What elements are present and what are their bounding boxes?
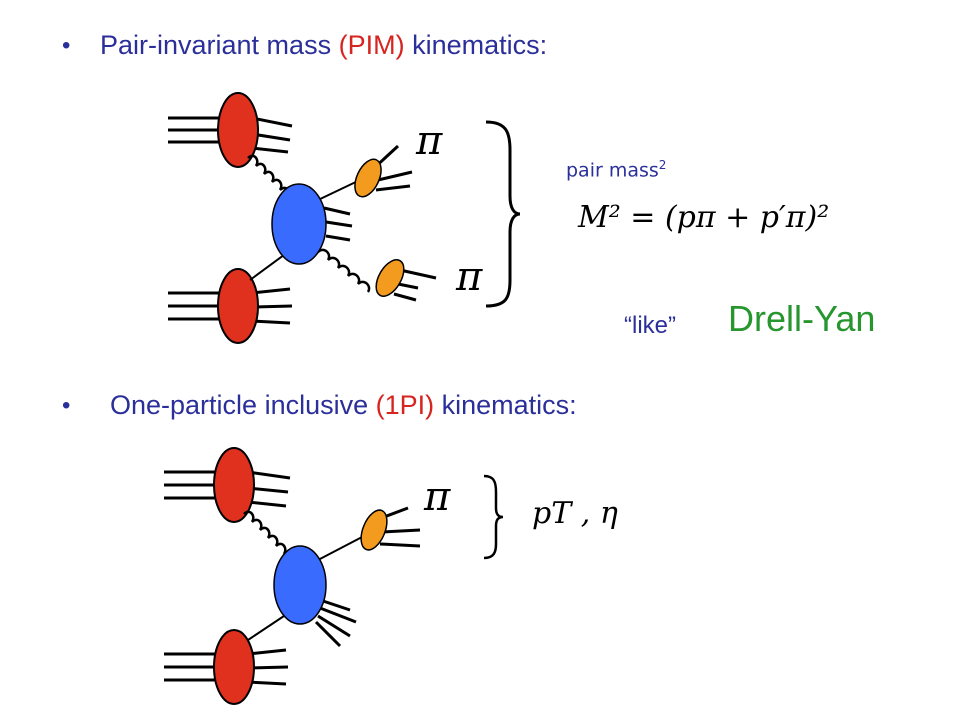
pion-label-upper: π xyxy=(416,118,443,164)
parton-line-lower-1pi xyxy=(247,611,291,641)
lower-pion-blob xyxy=(375,259,405,297)
1pi-heading: One-particle inclusive (1PI) kinematics: xyxy=(110,390,577,421)
pim-heading: Pair-invariant mass (PIM) kinematics: xyxy=(100,30,547,61)
gluon-1pi xyxy=(243,510,287,555)
1pi-formula: pT , η xyxy=(532,496,618,531)
hard-scattering-blob xyxy=(271,183,327,265)
gluon-upper xyxy=(247,154,291,199)
pair-mass-text: pair mass xyxy=(566,159,659,182)
parton-line-pion-1pi xyxy=(317,535,365,561)
1pi-heading-highlight: (1PI) xyxy=(375,390,435,420)
hard-jet-lines xyxy=(323,206,353,242)
bullet-icon: • xyxy=(62,32,71,59)
parton-line-pion-upper xyxy=(317,179,361,201)
pim-brace xyxy=(485,120,521,308)
pim-heading-post: kinematics: xyxy=(404,30,548,60)
pair-mass-label: pair mass2 xyxy=(566,158,666,181)
hard-jet-lines-1pi xyxy=(314,598,357,648)
lower-hadron-lines-1pi xyxy=(164,648,289,686)
1pi-heading-post: kinematics: xyxy=(434,390,577,420)
hard-scattering-blob-1pi xyxy=(273,545,327,625)
parton-line-lower xyxy=(249,251,289,281)
lower-hadron-blob xyxy=(217,268,259,344)
bullet-icon: • xyxy=(62,392,71,419)
like-label: “like” xyxy=(624,312,676,339)
pion-label-lower: π xyxy=(456,254,483,300)
pair-mass-superscript: 2 xyxy=(658,158,667,172)
pim-heading-highlight: (PIM) xyxy=(338,30,405,60)
drell-yan-label: Drell-Yan xyxy=(728,298,876,339)
1pi-brace xyxy=(483,474,504,560)
upper-hadron-blob xyxy=(217,92,259,168)
pion-label-1pi: π xyxy=(424,474,451,520)
pion-blob-1pi xyxy=(360,509,388,551)
1pi-heading-pre: One-particle inclusive xyxy=(110,390,376,420)
pim-formula: M² = (pπ + p′π)² xyxy=(578,200,830,235)
lower-pion-lines xyxy=(393,268,437,302)
gluon-lower xyxy=(317,248,371,293)
upper-hadron-blob-1pi xyxy=(213,447,255,523)
lower-hadron-blob-1pi xyxy=(213,629,255,705)
pim-heading-pre: Pair-invariant mass xyxy=(100,30,339,60)
upper-pion-blob xyxy=(354,158,382,198)
